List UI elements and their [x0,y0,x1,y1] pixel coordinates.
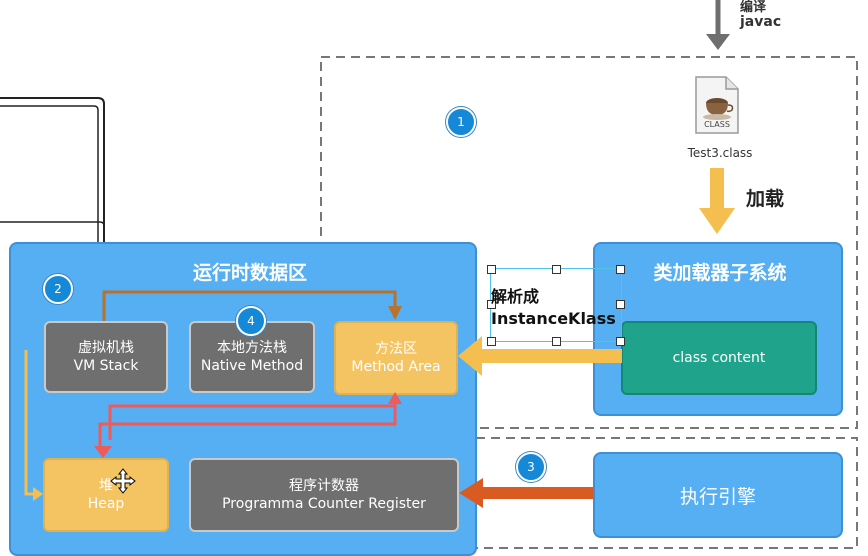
vm-stack-en: VM Stack [73,358,139,374]
load-arrow [699,168,735,234]
brown-arrowhead [388,306,402,320]
selection-handle[interactable] [616,265,625,274]
vm-stack-box: 虚拟机栈 VM Stack [44,321,168,393]
method-area-box: 方法区 Method Area [334,321,458,395]
pc-register-box: 程序计数器 Programma Counter Register [189,458,459,532]
brown-arrow [102,290,397,321]
red-arrow-lower [98,404,397,450]
selection-handle[interactable] [487,300,496,309]
runtime-data-area-title: 运行时数据区 [192,262,307,284]
compile-arrow [706,0,730,50]
native-method-en: Native Method [200,358,304,374]
vm-stack-cn: 虚拟机栈 [78,340,134,356]
selection-handle[interactable] [616,300,625,309]
badge-3: 3 [516,452,546,482]
selection-handle[interactable] [616,337,625,346]
execution-engine-title: 执行引擎 [679,485,756,508]
badge-4: 4 [236,306,266,336]
class-file-icon: CLASS [694,75,740,135]
class-icon-label: CLASS [704,120,730,129]
selection-handle[interactable] [552,265,561,274]
move-cursor-icon [110,468,136,494]
class-loader-title: 类加载器子系统 [653,262,787,284]
selection-handle[interactable] [487,337,496,346]
heap-box: 堆 Heap [43,458,169,532]
pc-register-cn: 程序计数器 [289,478,359,494]
red-arrowhead-heap [94,446,112,458]
badge-1: 1 [446,107,476,137]
parse-label: 解析成 InstanceKlass [491,286,616,330]
method-area-en: Method Area [351,359,441,375]
red-arrow-upper [108,400,397,440]
yellow-arrow-vm-heap [24,350,34,496]
yellow-arrowhead-heap [33,487,43,501]
orange-arrowhead [459,478,483,508]
native-method-cn: 本地方法栈 [217,340,287,356]
class-content-box: class content [621,321,817,395]
load-label: 加载 [746,188,785,210]
heap-cn: 堆 [99,478,113,494]
badge-2: 2 [43,274,73,304]
yellow-arrowhead-method-area [458,336,482,376]
javac-label: javac [740,14,782,30]
parse-label-line1: 解析成 [491,287,540,306]
yellow-arrow-loader [480,349,622,363]
pc-register-en: Programma Counter Register [222,496,426,512]
selection-handle[interactable] [552,337,561,346]
parse-label-line2: InstanceKlass [491,309,616,328]
orange-arrow [480,487,593,499]
method-area-cn: 方法区 [375,341,417,357]
execution-engine-panel: 执行引擎 [593,452,843,538]
class-filename: Test3.class [687,146,753,160]
red-arrowhead-method [388,392,402,404]
selection-handle[interactable] [487,265,496,274]
compile-label: 编译 [740,0,767,15]
heap-en: Heap [87,496,125,512]
class-content-label: class content [672,350,766,366]
